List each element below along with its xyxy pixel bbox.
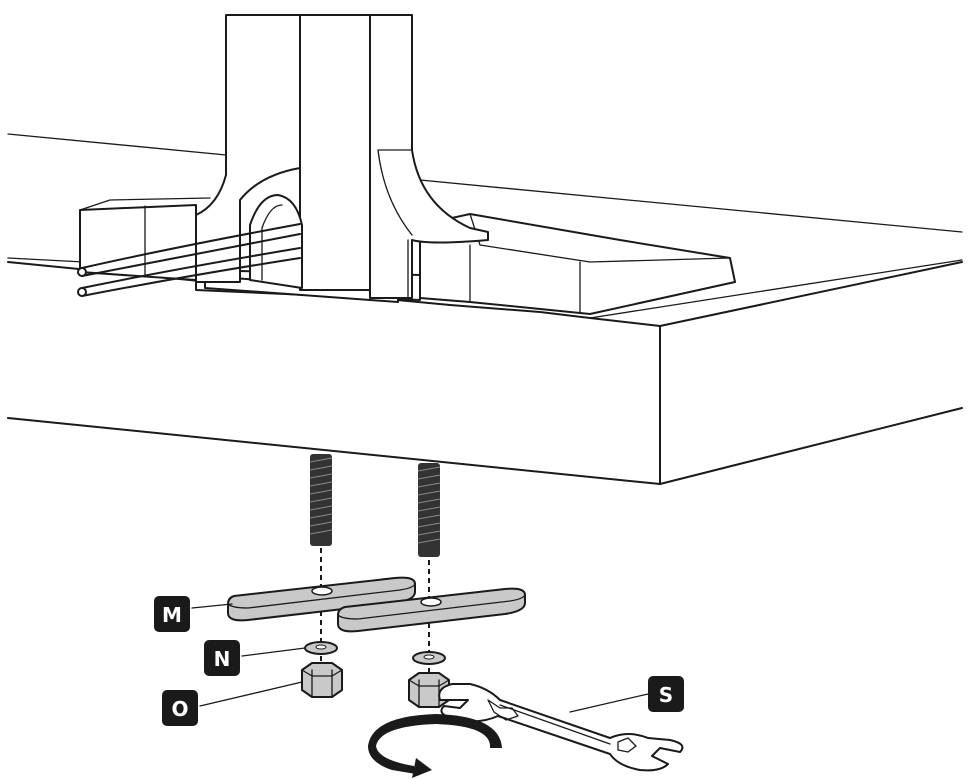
label-s: S xyxy=(648,676,684,712)
cables xyxy=(77,223,301,297)
washer-right xyxy=(412,651,446,665)
leader-lines xyxy=(191,603,649,713)
rotate-arrow-icon xyxy=(368,714,502,778)
label-o-text: O xyxy=(171,697,188,721)
label-m-text: M xyxy=(162,603,182,627)
monitor-column xyxy=(195,14,489,301)
wrench-icon xyxy=(438,683,684,772)
label-o: O xyxy=(162,690,198,726)
mounting-plate-right xyxy=(337,587,526,633)
washer-left xyxy=(304,641,338,655)
alignment-lines xyxy=(320,548,430,690)
label-m: M xyxy=(154,596,190,632)
bolt-right xyxy=(417,463,441,557)
nut-left xyxy=(301,662,343,698)
bolt-left xyxy=(309,454,333,546)
label-s-text: S xyxy=(659,683,673,707)
label-n: N xyxy=(204,640,240,676)
desk-top-surface xyxy=(7,133,963,319)
label-n-text: N xyxy=(214,647,231,671)
